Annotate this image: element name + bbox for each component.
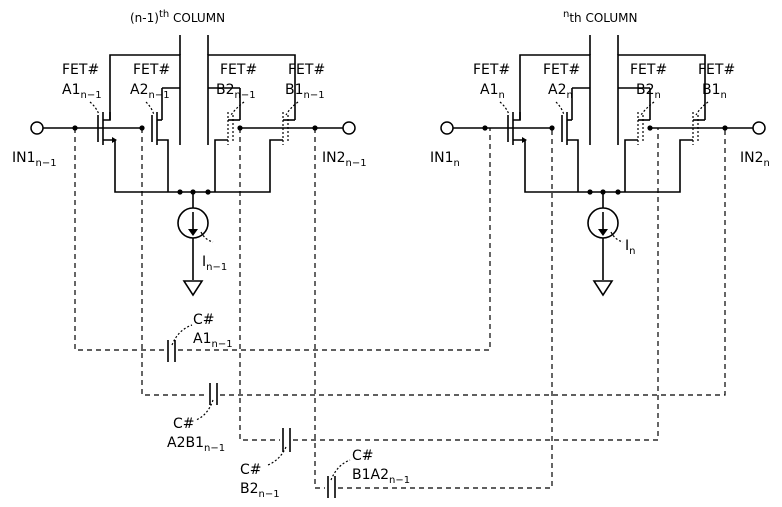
left-column-title: (n-1)th COLUMN (130, 9, 225, 25)
fet-label-a1-left: A1n−1 (62, 82, 102, 101)
current-right-label: In (625, 238, 635, 257)
fet-label-b2-left: B2n−1 (216, 82, 256, 101)
cap-a1-prefix: C# (193, 312, 215, 328)
cap-a2b1-prefix: C# (173, 416, 195, 432)
fet-label-b2-left-prefix: FET# (220, 62, 257, 78)
in1-right-label: IN1n (430, 150, 460, 169)
in2-left-label: IN2n−1 (322, 150, 367, 169)
cap-b1a2-label: B1A2n−1 (352, 467, 410, 486)
fet-label-b1-right: B1n (702, 82, 727, 101)
fet-label-a1-right-prefix: FET# (473, 62, 510, 78)
in2-right-label: IN2n (740, 150, 770, 169)
fet-label-a2-left-prefix: FET# (133, 62, 170, 78)
coupling-lines (74, 128, 726, 498)
cap-a2b1-label: A2B1n−1 (167, 435, 225, 454)
fet-label-a2-left: A2n−1 (130, 82, 170, 101)
right-column-title: nth COLUMN (563, 9, 638, 25)
in1-left-label: IN1n−1 (12, 150, 57, 169)
fet-label-a1-right: A1n (480, 82, 505, 101)
fet-label-b1-left: B1n−1 (285, 82, 325, 101)
fet-label-a2-right: A2n (548, 82, 573, 101)
fet-label-a2-right-prefix: FET# (543, 62, 580, 78)
cap-a1-label: A1n−1 (193, 331, 233, 350)
cap-b2-prefix: C# (240, 462, 262, 478)
right-column-circuit (440, 35, 766, 297)
cap-b2-label: B2n−1 (240, 481, 280, 500)
fet-label-b2-right-prefix: FET# (630, 62, 667, 78)
fet-label-b1-left-prefix: FET# (288, 62, 325, 78)
fet-label-a1-left-prefix: FET# (62, 62, 99, 78)
current-left-label: In−1 (202, 254, 227, 273)
fet-label-b2-right: B2n (636, 82, 661, 101)
fet-label-b1-right-prefix: FET# (698, 62, 735, 78)
cap-b1a2-prefix: C# (352, 448, 374, 464)
